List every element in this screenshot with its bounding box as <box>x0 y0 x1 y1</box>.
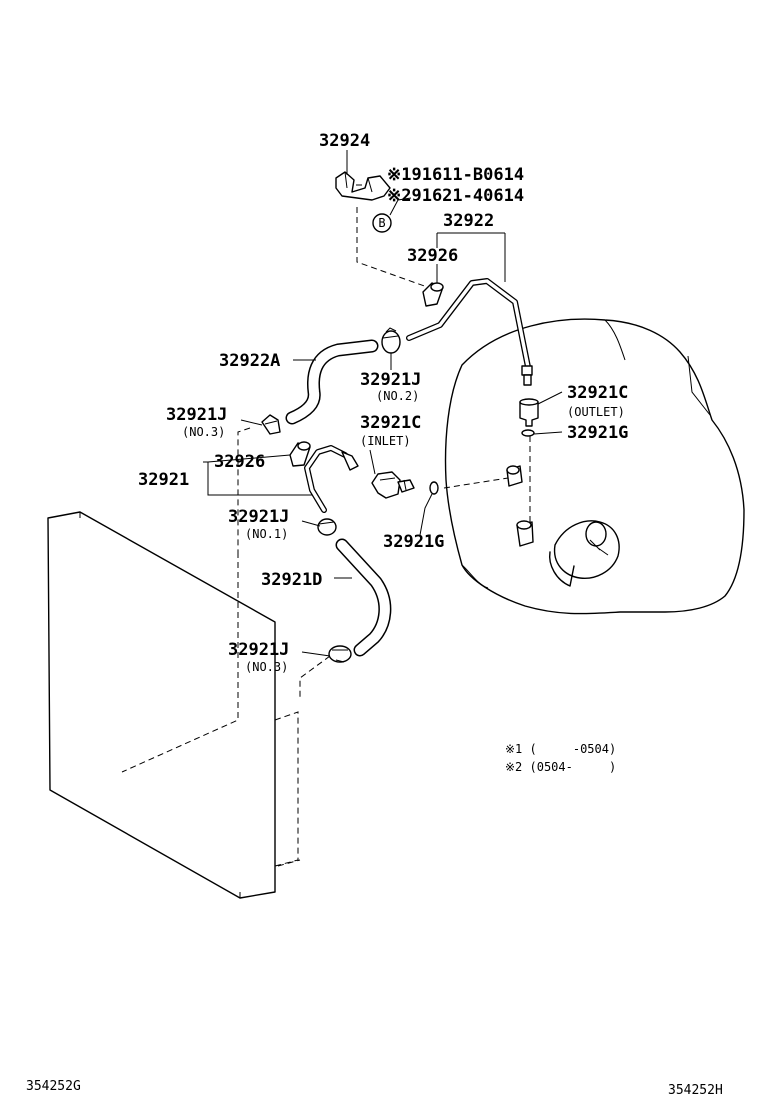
label-91611: ※191611-B0614 <box>387 165 524 185</box>
label-32921G-top: 32921G <box>567 423 628 443</box>
label-inlet: (INLET) <box>360 434 411 448</box>
label-91621: ※291621-40614 <box>387 186 524 206</box>
part-32921J-no2 <box>381 327 401 354</box>
label-32922: 32922 <box>443 211 494 231</box>
note-1: ※1 ( -0504) <box>505 742 616 756</box>
label-32921: 32921 <box>138 470 189 490</box>
label-32926-top: 32926 <box>407 246 458 266</box>
footer-refs: 354252G 354252H <box>26 1079 723 1098</box>
label-outlet: (OUTLET) <box>567 405 625 419</box>
svg-text:B: B <box>378 216 385 230</box>
ref-right: 354252H <box>668 1083 723 1098</box>
label-no1: (NO.1) <box>245 527 288 541</box>
label-32921J-no3-top: 32921J <box>166 405 227 425</box>
part-32921C-outlet <box>519 398 539 427</box>
part-32921J-no3-top <box>261 414 281 435</box>
label-no3-bot: (NO.3) <box>245 660 288 674</box>
circle-b-symbol: B <box>372 213 392 233</box>
part-32926-top <box>422 282 444 307</box>
label-32926-mid: 32926 <box>214 452 265 472</box>
pipe-32922 <box>406 278 533 386</box>
label-leaders <box>203 150 563 657</box>
part-32926-mid <box>289 441 311 467</box>
applicability-notes: ※1 ( -0504) ※2 (0504- ) <box>505 742 616 774</box>
label-32921C-outlet: 32921C <box>567 383 628 403</box>
leader-lines <box>237 207 531 700</box>
label-32921J-no1: 32921J <box>228 507 289 527</box>
pipe-32921 <box>304 445 359 513</box>
part-32921C-inlet <box>371 471 415 499</box>
transmission <box>444 318 745 615</box>
label-32921J-no2: 32921J <box>360 370 421 390</box>
label-32921J-no3-bot: 32921J <box>228 640 289 660</box>
hose-32922A <box>285 339 379 425</box>
label-no3-top: (NO.3) <box>182 425 225 439</box>
part-32924-clamp <box>335 171 391 201</box>
label-no2: (NO.2) <box>376 389 419 403</box>
part-labels: 32924 ※191611-B0614 ※291621-40614 32922 … <box>138 131 628 674</box>
label-32921G-mid: 32921G <box>383 532 444 552</box>
label-32922A: 32922A <box>219 351 280 371</box>
label-32921D: 32921D <box>261 570 322 590</box>
part-32921J-no3-bot <box>328 645 352 663</box>
part-32921J-no1 <box>317 518 337 536</box>
part-32921G-top <box>521 429 535 437</box>
radiator <box>47 511 301 899</box>
part-32921G-mid <box>429 481 439 495</box>
note-2: ※2 (0504- ) <box>505 760 616 774</box>
label-32921C-inlet: 32921C <box>360 413 421 433</box>
hose-32921D <box>335 538 392 657</box>
label-32924: 32924 <box>319 131 370 151</box>
ref-left: 354252G <box>26 1079 81 1094</box>
